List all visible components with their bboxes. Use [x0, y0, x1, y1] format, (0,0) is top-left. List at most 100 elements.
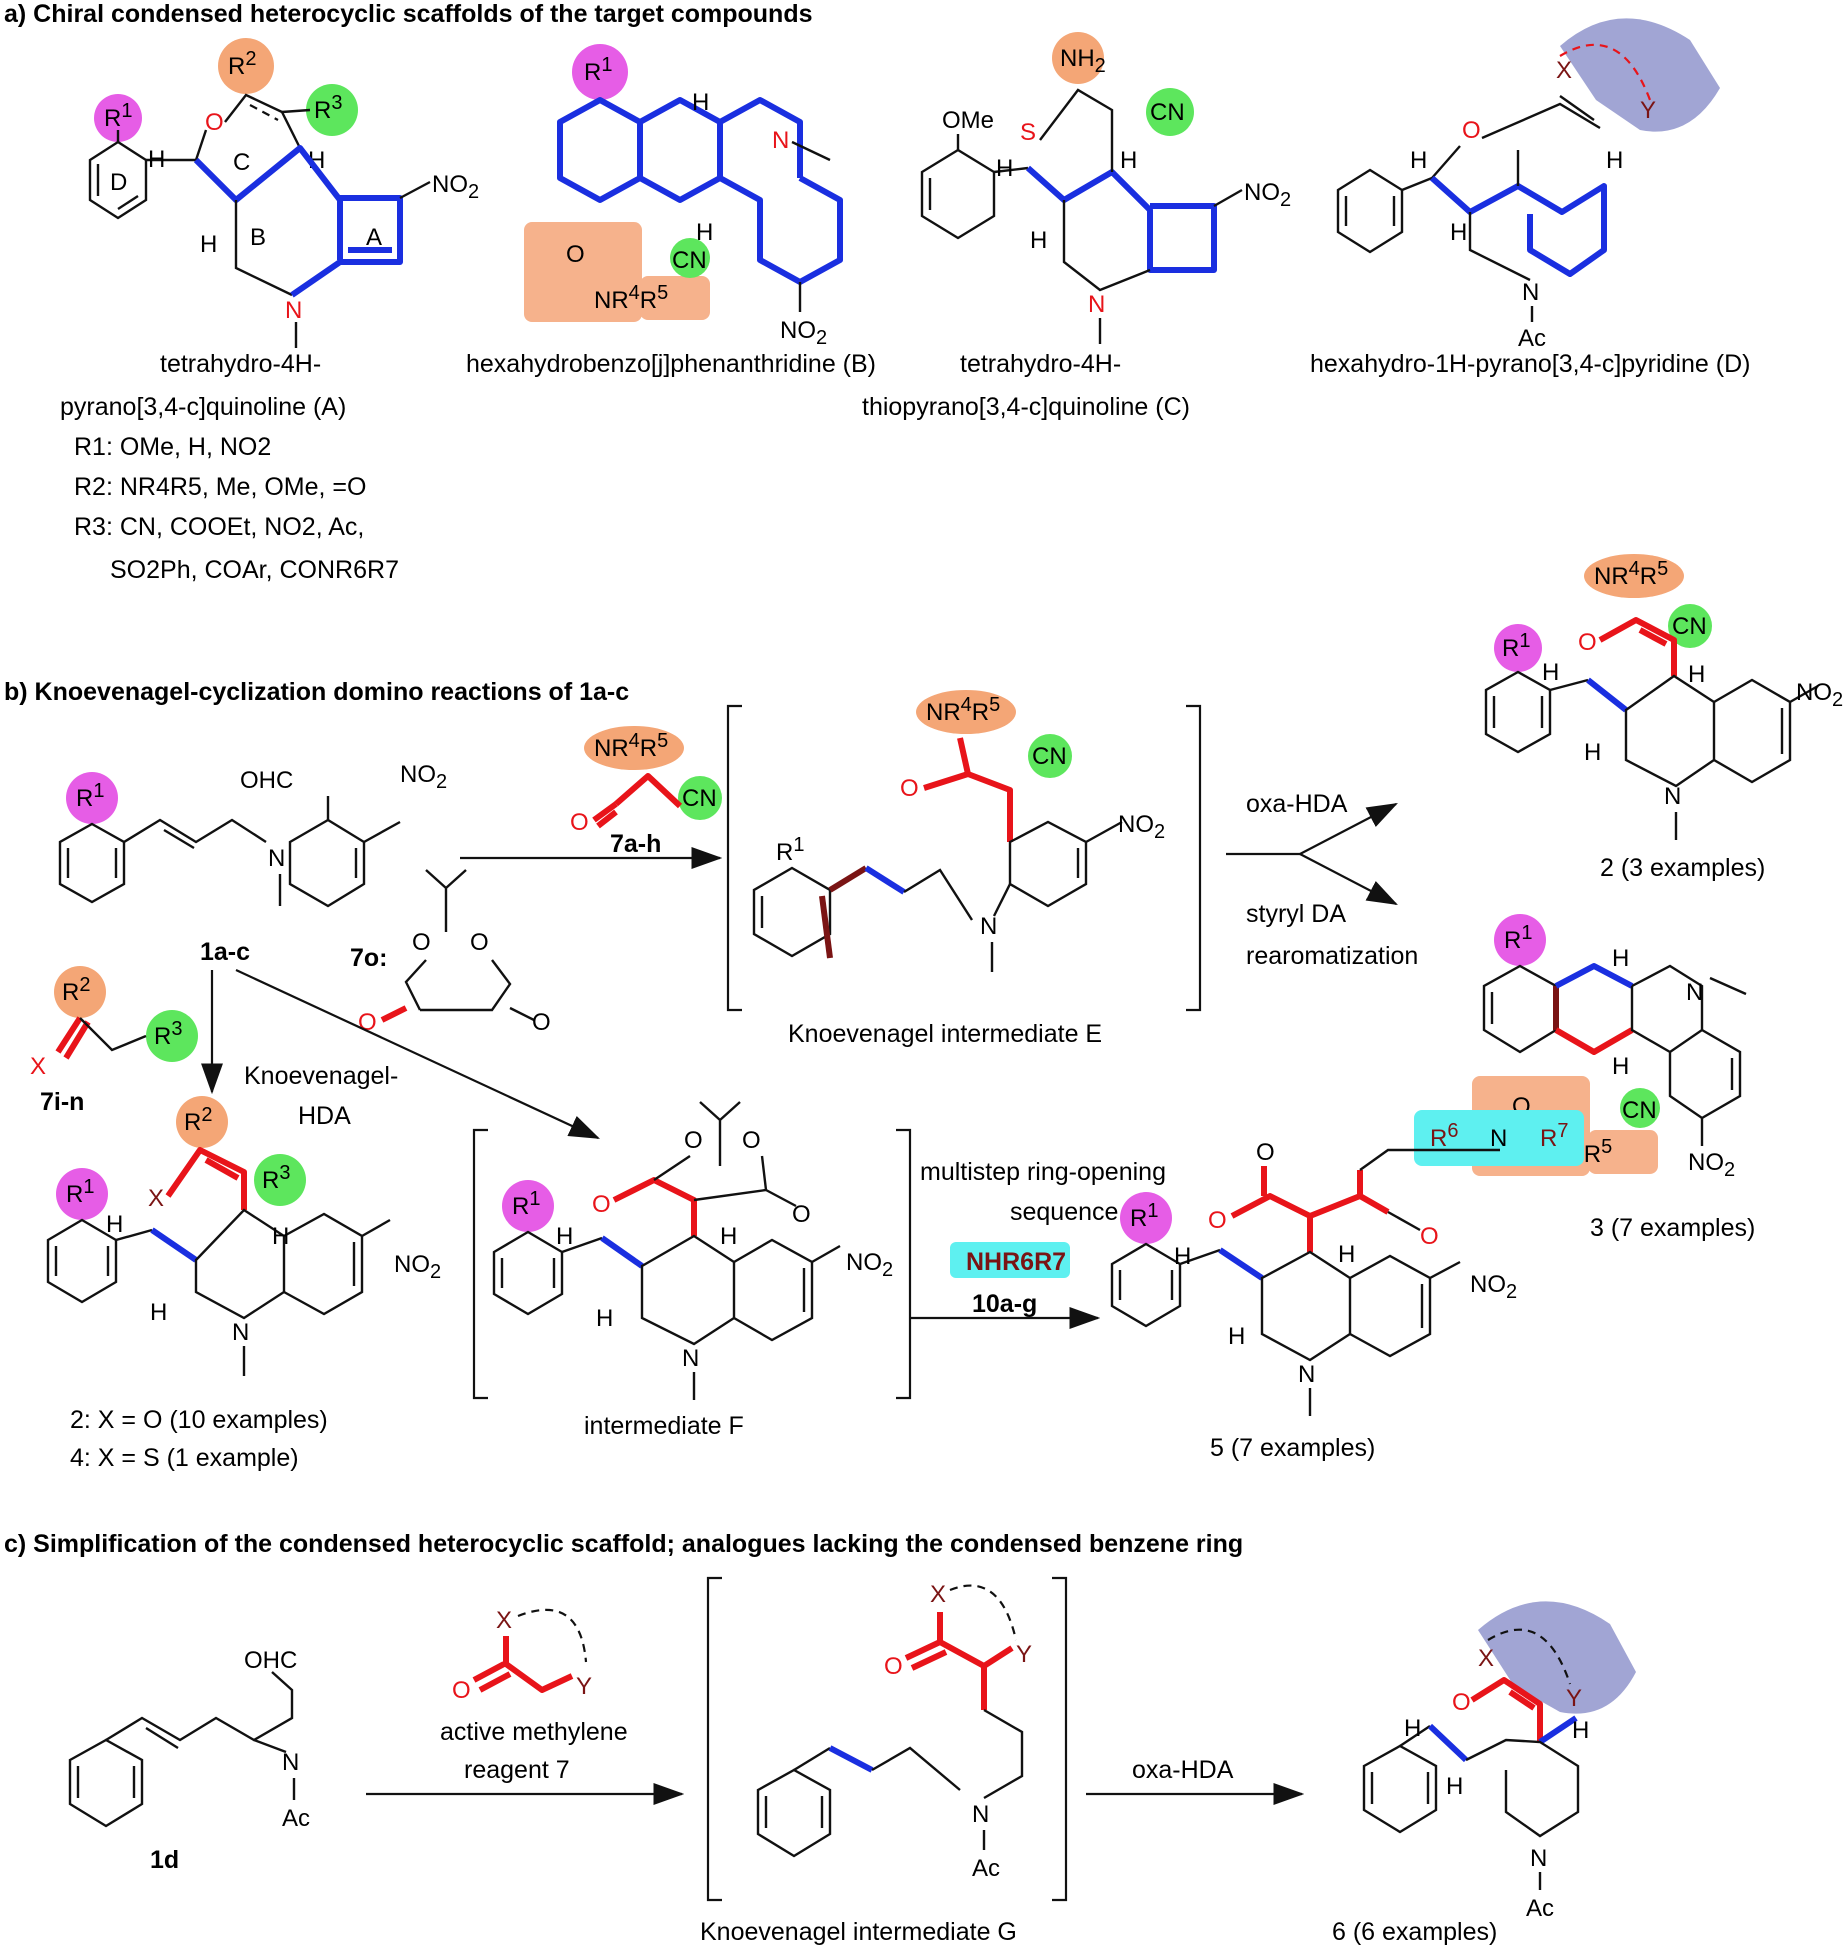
svg-text:N: N	[772, 127, 789, 154]
ring-opening-l2: sequence	[1010, 1198, 1118, 1226]
svg-text:H: H	[1688, 661, 1705, 688]
svg-text:H: H	[1572, 1717, 1589, 1744]
scaffold-c-structure: NH2 CN OMe S N H H H NO2	[920, 32, 1291, 344]
svg-text:H: H	[720, 1223, 737, 1250]
svg-text:NO2: NO2	[394, 1251, 441, 1283]
svg-text:N: N	[1298, 1361, 1315, 1388]
svg-text:O: O	[684, 1127, 703, 1154]
svg-text:H: H	[1338, 1241, 1355, 1268]
intermediate-e-label: Knoevenagel intermediate E	[788, 1020, 1102, 1048]
product-2-top-structure: NR4R5 CN R1 O NO2 N H H H	[1484, 554, 1843, 840]
svg-text:O: O	[570, 809, 589, 836]
svg-text:X: X	[496, 1607, 512, 1634]
svg-text:O: O	[1256, 1139, 1275, 1166]
svg-text:N: N	[1522, 279, 1539, 306]
product-6-structure: X Y O N Ac H H H	[1362, 1601, 1636, 1922]
svg-text:N: N	[285, 297, 302, 324]
r1-badge	[94, 94, 142, 142]
svg-text:Y: Y	[576, 1673, 592, 1700]
arrow-styryl-da	[1299, 853, 1398, 906]
reagent-7o-structure: O O O O	[358, 869, 551, 1036]
svg-text:Ac: Ac	[1526, 1895, 1554, 1922]
r2-badge	[218, 38, 274, 94]
svg-text:O: O	[792, 1201, 811, 1228]
svg-text:X: X	[1556, 57, 1572, 84]
amine-highlight	[950, 1242, 1070, 1278]
svg-text:H: H	[200, 231, 217, 258]
svg-text:N: N	[268, 845, 285, 872]
svg-text:CN: CN	[1622, 1097, 1657, 1124]
svg-text:NO2: NO2	[1118, 811, 1165, 843]
svg-text:H: H	[1120, 147, 1137, 174]
intermediate-f-structure: O O R1 O O NO2 N H H H	[492, 1101, 893, 1400]
svg-text:R1: R1	[512, 1188, 540, 1220]
svg-text:O: O	[884, 1653, 903, 1680]
product-6-label: 6 (6 examples)	[1332, 1918, 1497, 1946]
reagent-7-l1: active methylene	[440, 1718, 628, 1746]
svg-text:H: H	[1446, 1773, 1463, 1800]
svg-text:NR4R5: NR4R5	[926, 694, 1000, 726]
svg-text:N: N	[282, 1749, 299, 1776]
reagent-7a-h: NR4R5 CN O	[570, 726, 722, 836]
scaffold-c-name-l2: thiopyrano[3,4-c]quinoline (C)	[862, 393, 1190, 421]
reagent-7-structure: X Y O	[452, 1607, 592, 1704]
svg-text:X: X	[148, 1185, 164, 1212]
svg-text:H: H	[1584, 739, 1601, 766]
svg-text:H: H	[1612, 1053, 1629, 1080]
svg-text:H: H	[1612, 945, 1629, 972]
svg-text:O: O	[470, 929, 489, 956]
ring-opening-l1: multistep ring-opening	[920, 1158, 1166, 1186]
svg-text:CN: CN	[682, 785, 717, 812]
svg-text:O: O	[566, 241, 585, 268]
bracket-f-left	[472, 1128, 488, 1400]
svg-text:O: O	[1578, 629, 1597, 656]
product-2-4-structure: R2 R3 R1 X NO2 N H H H	[46, 1096, 441, 1376]
svg-text:O: O	[452, 1677, 471, 1704]
intermediate-e-structure: NR4R5 CN O NO2 N R1	[752, 690, 1165, 972]
svg-text:NO2: NO2	[400, 761, 447, 793]
svg-text:H: H	[1410, 147, 1427, 174]
rearomatization-label: rearomatization	[1246, 942, 1418, 970]
section-b-title: b) Knoevenagel-cyclization domino reacti…	[4, 678, 629, 706]
svg-text:CN: CN	[1672, 613, 1707, 640]
scaffold-d-structure: X Y O N Ac H H H	[1336, 18, 1720, 352]
reagent-7i-n-structure: R2 R3 X	[30, 966, 198, 1080]
scaffold-c-name-l1: tetrahydro-4H-	[960, 350, 1121, 378]
svg-text:OHC: OHC	[240, 767, 293, 794]
arrow-oxa-hda	[1299, 802, 1398, 855]
section-c-title: c) Simplification of the condensed heter…	[4, 1530, 1243, 1558]
scaffold-d-name: hexahydro-1H-pyrano[3,4-c]pyridine (D)	[1310, 350, 1750, 378]
product-4-label: 4: X = S (1 example)	[70, 1444, 299, 1472]
svg-text:O: O	[742, 1127, 761, 1154]
amine-formula: NHR6R7	[966, 1248, 1066, 1276]
svg-text:H: H	[596, 1305, 613, 1332]
svg-text:CN: CN	[672, 247, 707, 274]
intermediate-g-label: Knoevenagel intermediate G	[700, 1918, 1017, 1946]
svg-text:NO2: NO2	[846, 1249, 893, 1281]
substituent-r2: R2: NR4R5, Me, OMe, =O	[74, 473, 366, 501]
svg-text:NO2: NO2	[1688, 1149, 1735, 1181]
scaffold-b-name: hexahydrobenzo[j]phenanthridine (B)	[466, 350, 876, 378]
svg-text:NO2: NO2	[1796, 679, 1843, 711]
svg-text:H: H	[556, 1223, 573, 1250]
svg-text:H: H	[148, 146, 165, 173]
substituent-r3-l2: SO2Ph, COAr, CONR6R7	[110, 556, 399, 584]
svg-text:OMe: OMe	[942, 107, 994, 134]
svg-text:A: A	[366, 224, 382, 251]
svg-text:H: H	[1542, 659, 1559, 686]
oxa-hda-label-c: oxa-HDA	[1132, 1756, 1234, 1784]
bracket-f-right	[896, 1128, 912, 1400]
intermediate-g-structure: X Y O N Ac	[756, 1581, 1032, 1882]
svg-text:O: O	[1420, 1223, 1439, 1250]
product-2-bottom-label: 2: X = O (10 examples)	[70, 1406, 328, 1434]
svg-text:NO2: NO2	[1244, 179, 1291, 211]
knoev-hda-l1: Knoevenagel-	[244, 1062, 398, 1090]
substituent-r3-l1: R3: CN, COOEt, NO2, Ac,	[74, 513, 364, 541]
svg-text:NO2: NO2	[780, 317, 827, 349]
intermediate-f-label: intermediate F	[584, 1412, 744, 1440]
svg-text:CN: CN	[1032, 743, 1067, 770]
product-3-label: 3 (7 examples)	[1590, 1214, 1755, 1242]
substituent-r1: R1: OMe, H, NO2	[74, 433, 271, 461]
bracket-e-left	[726, 704, 742, 1012]
